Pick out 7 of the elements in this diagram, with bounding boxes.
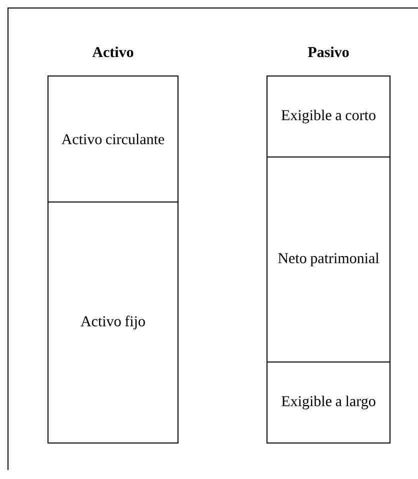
account-box: Exigible a corto <box>266 76 390 158</box>
column-heading: Activo <box>92 46 134 58</box>
account-box: Exigible a largo <box>266 362 390 444</box>
account-box: Activo fijo <box>48 202 178 444</box>
account-box: Activo circulante <box>48 76 178 202</box>
column-heading: Pasivo <box>308 46 349 58</box>
account-box: Neto patrimonial <box>266 156 390 362</box>
